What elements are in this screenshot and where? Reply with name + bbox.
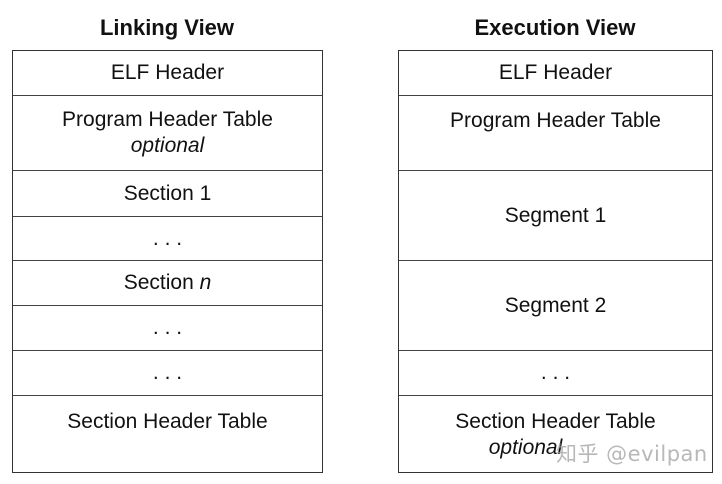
execution-section-header-table-label: Section Header Table [455,410,656,433]
linking-elf-header-label: ELF Header [110,61,225,84]
execution-section-header-table-row: Section Header Table optional [399,396,712,472]
linking-section-n-row: Section n [13,261,322,306]
linking-view-title: Linking View [99,15,235,40]
linking-section-n-label: Section n [124,270,212,296]
linking-view-table: ELF Header Program Header Table optional… [12,50,323,473]
execution-segment-2-label: Segment 2 [504,293,607,317]
linking-ellipsis-1-label: . . . [152,226,183,250]
execution-view-title: Execution View [474,15,636,40]
watermark: 知乎 @evilpan [556,442,708,466]
linking-section-1-row: Section 1 [13,171,322,217]
linking-section-n-variable: n [199,271,212,294]
linking-ellipsis-row-2: . . . [13,306,322,351]
linking-section-1-label: Section 1 [123,181,212,205]
execution-elf-header-row: ELF Header [399,51,712,96]
linking-ellipsis-2-label: . . . [152,316,183,339]
execution-segment-1-label: Segment 1 [504,203,607,227]
linking-ellipsis-row-3: . . . [13,351,322,396]
linking-section-n-prefix: Section [123,271,194,294]
execution-elf-header-label: ELF Header [498,61,613,84]
linking-ellipsis-row-1: . . . [13,217,322,261]
linking-elf-header-row: ELF Header [13,51,322,96]
execution-ellipsis-row: . . . [399,351,712,396]
linking-ellipsis-3-label: . . . [152,361,183,384]
linking-section-header-table-row: Section Header Table [13,396,322,472]
linking-program-header-optional-note: optional [130,134,205,157]
linking-program-header-table-label: Program Header Table [62,108,273,131]
execution-segment-2-row: Segment 2 [399,261,712,351]
execution-segment-1-row: Segment 1 [399,171,712,261]
execution-ellipsis-label: . . . [540,361,571,384]
linking-program-header-table-row: Program Header Table optional [13,96,322,171]
execution-view-table: ELF Header Program Header Table Segment … [398,50,713,473]
linking-section-header-table-label: Section Header Table [67,410,268,433]
execution-program-header-table-label: Program Header Table [450,109,661,132]
execution-section-header-optional-note: optional [488,436,563,459]
execution-program-header-table-row: Program Header Table [399,96,712,171]
